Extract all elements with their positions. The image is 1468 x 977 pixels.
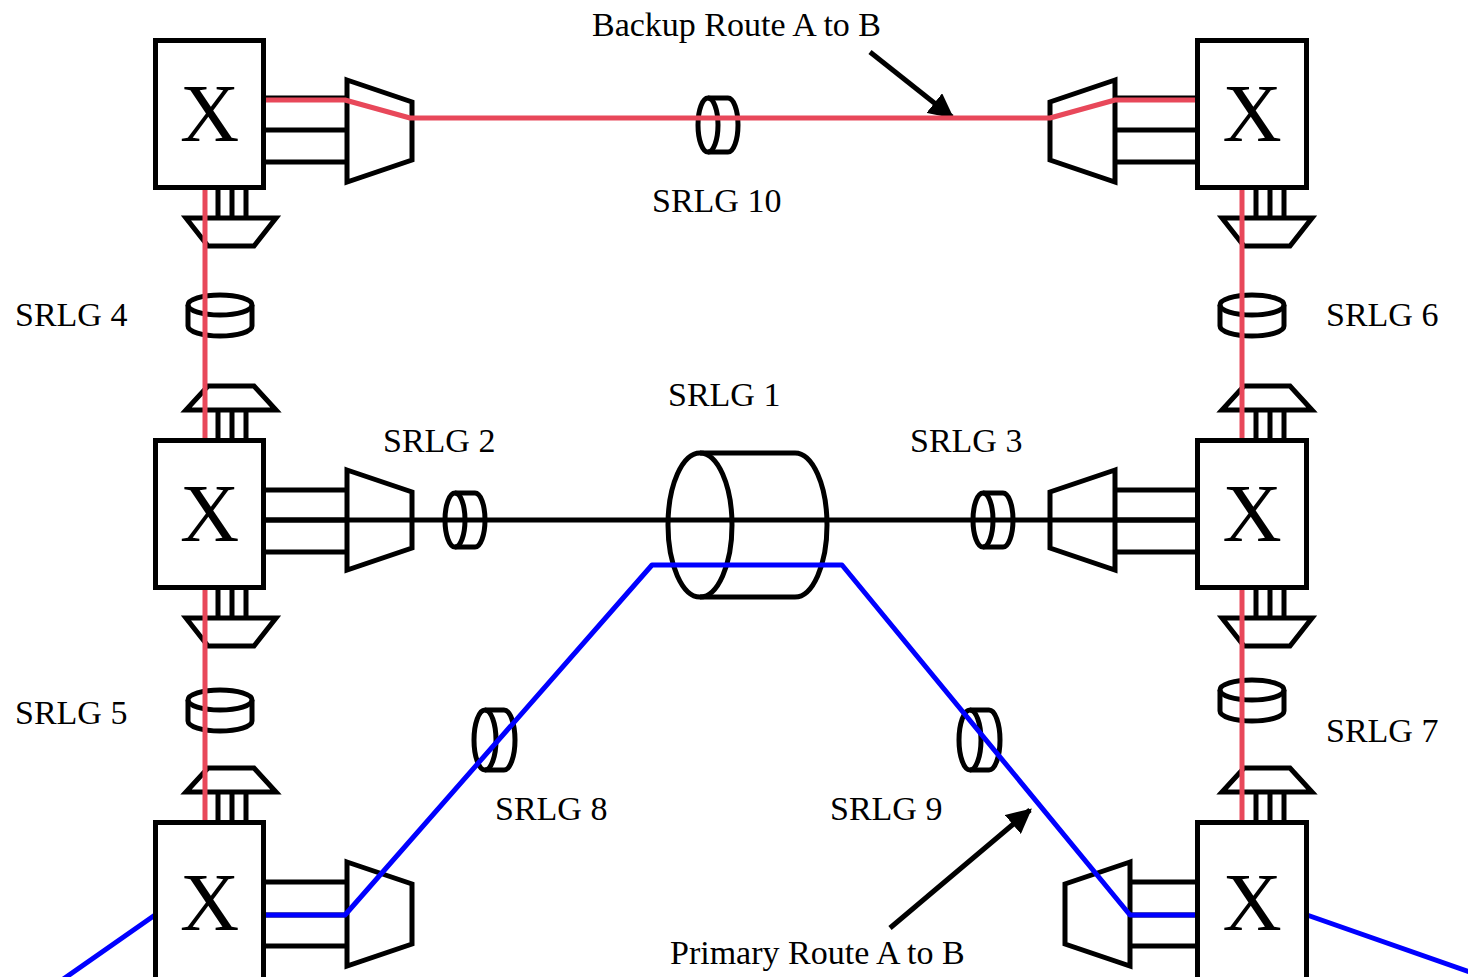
route-connector: [203, 190, 208, 438]
cross-connect-box: X: [153, 38, 266, 190]
node-text: X: [1222, 73, 1281, 155]
srlg-cylinder: [188, 295, 1284, 731]
mux-symbol: [265, 80, 1195, 966]
srlg-label: SRLG 5: [15, 694, 127, 731]
callout-label: Primary Route A to B: [670, 934, 965, 971]
node-text: X: [180, 73, 239, 155]
node-text: X: [1222, 473, 1281, 555]
cross-connect-box: X: [1195, 820, 1309, 977]
route-connector: [266, 518, 1195, 523]
node-text: X: [180, 473, 239, 555]
node-text: X: [1222, 862, 1281, 944]
cross-connect-box: X: [153, 438, 266, 590]
node-text: X: [180, 862, 239, 944]
cross-connect-box: X: [153, 820, 266, 977]
srlg-label: SRLG 6: [1326, 296, 1438, 333]
mux-symbol: [186, 190, 1312, 820]
srlg-label: SRLG 10: [652, 182, 781, 219]
callout-label: Backup Route A to B: [592, 6, 881, 43]
srlg-label: SRLG 8: [495, 790, 607, 827]
srlg-label: SRLG 7: [1326, 712, 1438, 749]
route-connector: [266, 565, 1195, 915]
srlg-cylinder: [668, 453, 827, 597]
srlg-label: SRLG 4: [15, 296, 127, 333]
callout-arrow: [890, 810, 1030, 928]
callout-arrow: [870, 52, 952, 117]
cross-connect-box: X: [1195, 38, 1309, 190]
route-connector: [266, 100, 1195, 118]
srlg-label: SRLG 3: [910, 422, 1022, 459]
route-connector: [203, 590, 208, 820]
srlg-label: SRLG 9: [830, 790, 942, 827]
srlg-label: SRLG 1: [668, 376, 780, 413]
route-connector: [1240, 590, 1245, 820]
cross-connect-box: X: [1195, 438, 1309, 590]
route-connector: [1240, 190, 1245, 438]
srlg-label: SRLG 2: [383, 422, 495, 459]
